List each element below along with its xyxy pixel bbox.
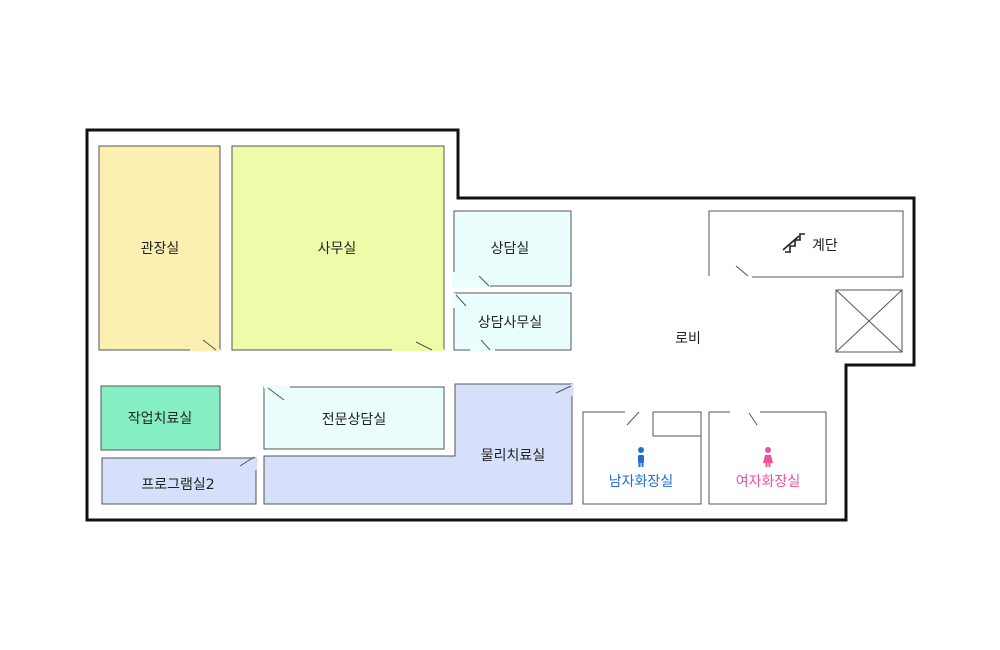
room-counsel[interactable]: 상담실 — [452, 210, 572, 288]
room-men-restroom[interactable]: 남자화장실 — [582, 411, 702, 505]
room-label-men-restroom: 남자화장실 — [609, 474, 673, 490]
room-label-occupational-therapy: 작업치료실 — [128, 411, 192, 427]
room-label-counsel-office: 상담사무실 — [478, 315, 542, 331]
room-office[interactable]: 사무실 — [231, 145, 445, 352]
room-program2[interactable]: 프로그램실2 — [101, 456, 258, 505]
elevator-shaft — [835, 289, 903, 353]
woman-icon — [763, 447, 773, 467]
room-label-lobby: 로비 — [675, 331, 701, 347]
stairs-icon — [782, 233, 805, 253]
room-label-director: 관장실 — [141, 241, 180, 257]
room-label-stairs: 계단 — [812, 238, 838, 254]
room-director[interactable]: 관장실 — [98, 145, 221, 352]
room-label-counsel: 상담실 — [491, 241, 530, 257]
room-expert-counsel[interactable]: 전문상담실 — [263, 385, 445, 450]
room-label-women-restroom: 여자화장실 — [736, 474, 800, 490]
room-counsel-office[interactable]: 상담사무실 — [452, 292, 572, 352]
room-label-office: 사무실 — [318, 241, 357, 257]
room-label-physical-therapy: 물리치료실 — [481, 448, 545, 464]
man-icon — [638, 447, 644, 467]
room-label-expert-counsel: 전문상담실 — [322, 412, 386, 428]
room-women-restroom[interactable]: 여자화장실 — [708, 411, 827, 505]
room-occupational-therapy[interactable]: 작업치료실 — [100, 385, 221, 451]
room-label-program2: 프로그램실2 — [141, 477, 214, 493]
stairs-area[interactable]: 계단 — [708, 210, 904, 278]
room-physical-therapy[interactable]: 물리치료실 — [263, 383, 574, 505]
